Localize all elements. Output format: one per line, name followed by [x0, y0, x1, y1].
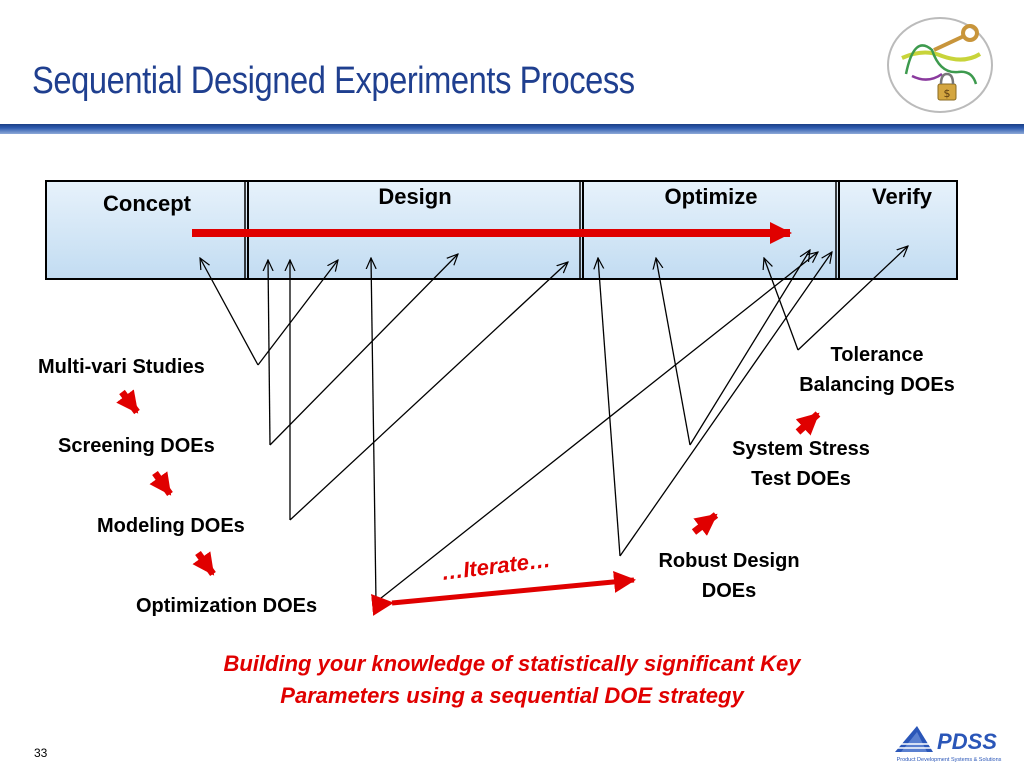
- label-system-stress-test-does: System Stress Test DOEs: [732, 438, 870, 490]
- iterate-arrow: [371, 570, 636, 616]
- title-underline-bar: [0, 124, 1024, 134]
- label-tolerance-balancing-does: Tolerance Balancing DOEs: [799, 344, 955, 396]
- phase-label-design: Design: [378, 184, 452, 209]
- step-arrows-right: [691, 411, 821, 536]
- step-arrows-left: [116, 389, 216, 577]
- svg-text:$: $: [944, 87, 951, 100]
- label-screening-does: Screening DOEs: [58, 435, 215, 457]
- page-number: 33: [34, 746, 48, 760]
- phase-label-verify: Verify: [872, 184, 932, 209]
- pdss-logo-icon: PDSS Product Development Systems & Solut…: [893, 726, 1002, 763]
- key-lock-logo-icon: $: [887, 17, 993, 113]
- phase-box-verify: [838, 180, 958, 280]
- pdss-logo-subtext: Product Development Systems & Solutions: [897, 757, 1002, 763]
- phase-label-optimize: Optimize: [664, 184, 758, 209]
- label-multi-vari-studies: Multi-vari Studies: [38, 356, 205, 378]
- label-optimization-does: Optimization DOEs: [136, 595, 318, 617]
- label-robust-design-does: Robust Design DOEs: [658, 550, 800, 602]
- phase-label-concept: Concept: [103, 191, 191, 216]
- tagline: Building your knowledge of statistically…: [223, 651, 801, 708]
- pdss-logo-text: PDSS: [937, 729, 997, 754]
- label-modeling-does: Modeling DOEs: [97, 515, 245, 537]
- slide-title: Sequential Designed Experiments Process: [32, 60, 635, 102]
- doe-arrows: [200, 246, 908, 603]
